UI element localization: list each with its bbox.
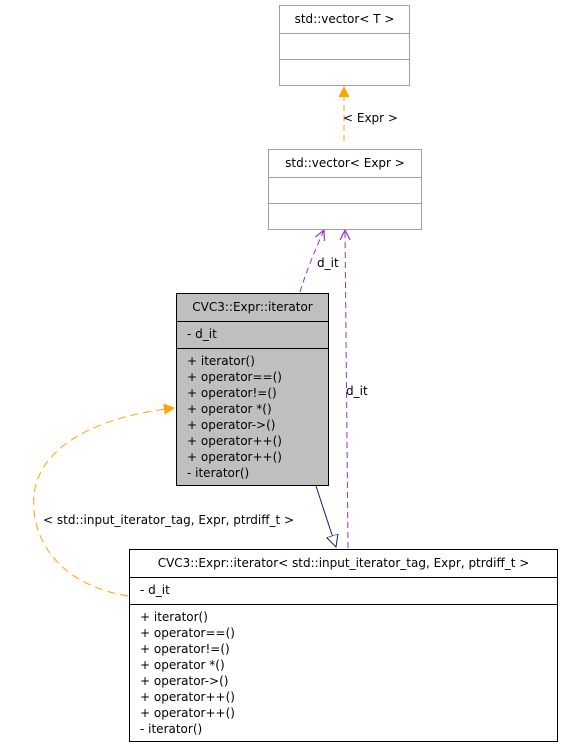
edge-label-template-instance: < std::input_iterator_tag, Expr, ptrdiff… (43, 513, 295, 527)
method-item: + operator *() (140, 658, 225, 672)
edge-member-d-it-1 (299, 230, 324, 293)
edge-label-d-it-1: d_it (317, 256, 339, 270)
method-item: + operator!=() (140, 642, 230, 656)
edge-member-d-it-2 (345, 230, 348, 549)
class-title: std::vector< Expr > (285, 156, 405, 170)
class-node-vector-t[interactable]: std::vector< T > (279, 5, 410, 86)
method-item: + operator==() (187, 370, 282, 384)
method-item: + operator!=() (187, 386, 277, 400)
method-item: + operator==() (140, 626, 235, 640)
class-title: std::vector< T > (294, 12, 395, 26)
attribute-item: - d_it (140, 583, 170, 597)
class-attributes (269, 177, 421, 203)
edge-label-template-arg: < Expr > (343, 111, 398, 125)
class-node-vector-expr[interactable]: std::vector< Expr > (268, 149, 422, 230)
class-methods: + iterator() + operator==() + operator!=… (130, 604, 557, 737)
edge-inheritance (315, 485, 336, 547)
method-item: + operator->() (140, 674, 229, 688)
edge-label-d-it-2: d_it (346, 384, 368, 398)
edge-template-instance (33, 408, 174, 597)
class-node-expr-iterator-template[interactable]: CVC3::Expr::iterator< std::input_iterato… (129, 549, 558, 742)
attribute-item: - d_it (187, 327, 217, 341)
class-attributes: - d_it (177, 321, 328, 348)
class-methods (280, 59, 409, 85)
class-attributes: - d_it (130, 577, 557, 604)
method-item: + operator++() (140, 706, 235, 720)
method-item: + operator->() (187, 418, 276, 432)
method-item: - iterator() (140, 722, 203, 736)
class-title: CVC3::Expr::iterator (192, 300, 313, 314)
class-attributes (280, 33, 409, 59)
class-methods (269, 203, 421, 229)
class-title: CVC3::Expr::iterator< std::input_iterato… (157, 556, 530, 570)
method-item: + operator++() (140, 690, 235, 704)
class-node-expr-iterator[interactable]: CVC3::Expr::iterator - d_it + iterator()… (176, 293, 329, 486)
method-item: + operator *() (187, 402, 272, 416)
method-item: + iterator() (140, 610, 208, 624)
method-item: + operator++() (187, 450, 282, 464)
class-methods: + iterator() + operator==() + operator!=… (177, 348, 328, 481)
method-item: + operator++() (187, 434, 282, 448)
method-item: + iterator() (187, 354, 255, 368)
method-item: - iterator() (187, 466, 250, 480)
